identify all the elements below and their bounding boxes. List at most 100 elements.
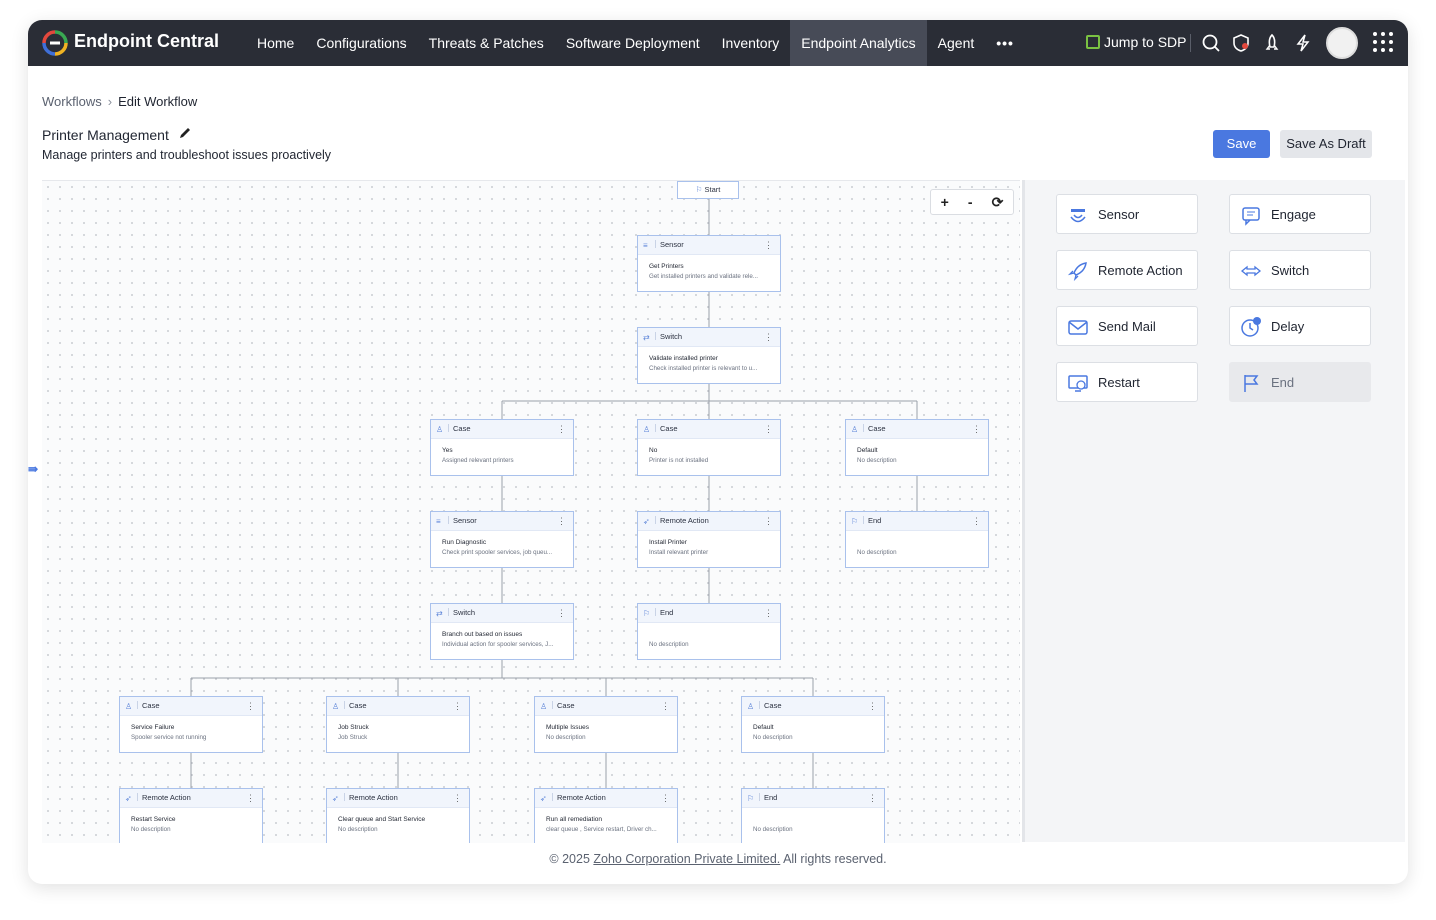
node-type: Case	[142, 701, 160, 710]
zoho-corp-link[interactable]: Zoho Corporation Private Limited.	[593, 852, 781, 866]
palette-send-mail-button[interactable]: Send Mail	[1056, 306, 1198, 346]
delay-icon	[1241, 317, 1261, 337]
divider	[448, 424, 449, 432]
brand-name[interactable]: Endpoint Central	[74, 31, 219, 51]
user-avatar[interactable]	[1326, 27, 1358, 59]
node-header: ♙Case⋮	[742, 697, 884, 716]
flag-icon	[1244, 375, 1259, 392]
node-type: Sensor	[453, 516, 477, 525]
node-menu-icon[interactable]: ⋮	[764, 332, 773, 342]
palette-remote-action-button[interactable]: Remote Action	[1056, 250, 1198, 290]
flag-icon: ⚐	[695, 185, 703, 194]
switch-icon	[1240, 265, 1262, 277]
node-menu-icon[interactable]: ⋮	[453, 793, 462, 803]
node-name	[857, 539, 988, 546]
node-name: Clear queue and Start Service	[338, 816, 426, 823]
case-icon: ♙	[540, 702, 548, 711]
node-menu-icon[interactable]: ⋮	[764, 608, 773, 618]
save-as-draft-button[interactable]: Save As Draft	[1280, 130, 1372, 158]
node-name: Default	[753, 724, 774, 731]
node-name: Yes	[442, 447, 453, 454]
nav-more-button[interactable]: •••	[996, 35, 1014, 51]
node-menu-icon[interactable]: ⋮	[661, 793, 670, 803]
divider	[655, 424, 656, 432]
workflow-node-end[interactable]: ⚐End⋮ No description	[637, 603, 781, 660]
node-menu-icon[interactable]: ⋮	[661, 701, 670, 711]
node-menu-icon[interactable]: ⋮	[764, 424, 773, 434]
node-header: ⇄Switch⋮	[638, 328, 780, 347]
search-icon[interactable]	[1200, 32, 1222, 54]
palette-label: Send Mail	[1098, 319, 1156, 334]
node-menu-icon[interactable]: ⋮	[557, 424, 566, 434]
endpoint-central-logo-icon[interactable]	[42, 30, 68, 56]
start-node[interactable]: ⚐ Start	[677, 181, 739, 199]
nav-software-deployment[interactable]: Software Deployment	[565, 35, 700, 51]
node-name: Job Struck	[338, 724, 369, 731]
jump-to-sdp-label: Jump to SDP	[1104, 34, 1187, 50]
palette-switch-button[interactable]: Switch	[1229, 250, 1371, 290]
node-menu-icon[interactable]: ⋮	[764, 240, 773, 250]
expand-sidebar-icon[interactable]: ⇛	[28, 462, 39, 476]
app-grid-icon[interactable]	[1372, 31, 1394, 53]
node-header: ⚐End⋮	[638, 604, 780, 623]
case-icon: ♙	[643, 425, 651, 434]
zoom-in-button[interactable]: +	[940, 194, 949, 210]
workflow-node-remote-action[interactable]: ➶Remote Action⋮Clear queue and Start Ser…	[326, 788, 470, 843]
node-menu-icon[interactable]: ⋮	[972, 424, 981, 434]
workflow-node-end[interactable]: ⚐End⋮ No description	[845, 511, 989, 568]
nav-configurations[interactable]: Configurations	[316, 35, 407, 51]
nav-threats-patches[interactable]: Threats & Patches	[428, 35, 544, 51]
edit-pencil-icon[interactable]	[178, 126, 192, 140]
zoom-out-button[interactable]: -	[967, 194, 973, 210]
palette-engage-button[interactable]: Engage	[1229, 194, 1371, 234]
node-menu-icon[interactable]: ⋮	[557, 608, 566, 618]
zoom-controls: + - ⟳	[930, 189, 1014, 215]
palette-restart-button[interactable]: Restart	[1056, 362, 1198, 402]
node-type: End	[660, 608, 674, 617]
nav-agent[interactable]: Agent	[937, 35, 975, 51]
palette-label: Sensor	[1098, 207, 1140, 222]
workflow-node-end[interactable]: ⚐End⋮ No description	[741, 788, 885, 843]
reset-zoom-icon[interactable]: ⟳	[991, 193, 1004, 210]
palette-delay-button[interactable]: Delay	[1229, 306, 1371, 346]
rocket-icon[interactable]	[1261, 32, 1283, 54]
node-menu-icon[interactable]: ⋮	[557, 516, 566, 526]
node-name: Run Diagnostic	[442, 539, 487, 546]
node-menu-icon[interactable]: ⋮	[453, 701, 462, 711]
node-description: Job Struck	[338, 734, 368, 741]
node-description: Get installed printers and validate rele…	[649, 273, 759, 280]
node-menu-icon[interactable]: ⋮	[868, 793, 877, 803]
nav-endpoint-analytics[interactable]: Endpoint Analytics	[790, 20, 927, 66]
sdp-icon	[1086, 35, 1100, 49]
node-menu-icon[interactable]: ⋮	[246, 793, 255, 803]
node-menu-icon[interactable]: ⋮	[972, 516, 981, 526]
nav-inventory[interactable]: Inventory	[721, 35, 780, 51]
shield-icon[interactable]	[1230, 32, 1252, 54]
lightning-icon[interactable]	[1292, 32, 1314, 54]
node-menu-icon[interactable]: ⋮	[764, 516, 773, 526]
node-menu-icon[interactable]: ⋮	[868, 701, 877, 711]
palette-sensor-button[interactable]: Sensor	[1056, 194, 1198, 234]
node-menu-icon[interactable]: ⋮	[246, 701, 255, 711]
save-button[interactable]: Save	[1213, 130, 1270, 158]
jump-to-sdp-link[interactable]: Jump to SDP	[1086, 34, 1186, 50]
node-description: Check print spooler services, job queu..…	[442, 549, 553, 556]
main-nav: Home Configurations Threats & Patches So…	[246, 20, 1025, 66]
breadcrumb-workflows-link[interactable]: Workflows	[42, 94, 102, 109]
nav-home[interactable]: Home	[257, 35, 295, 51]
